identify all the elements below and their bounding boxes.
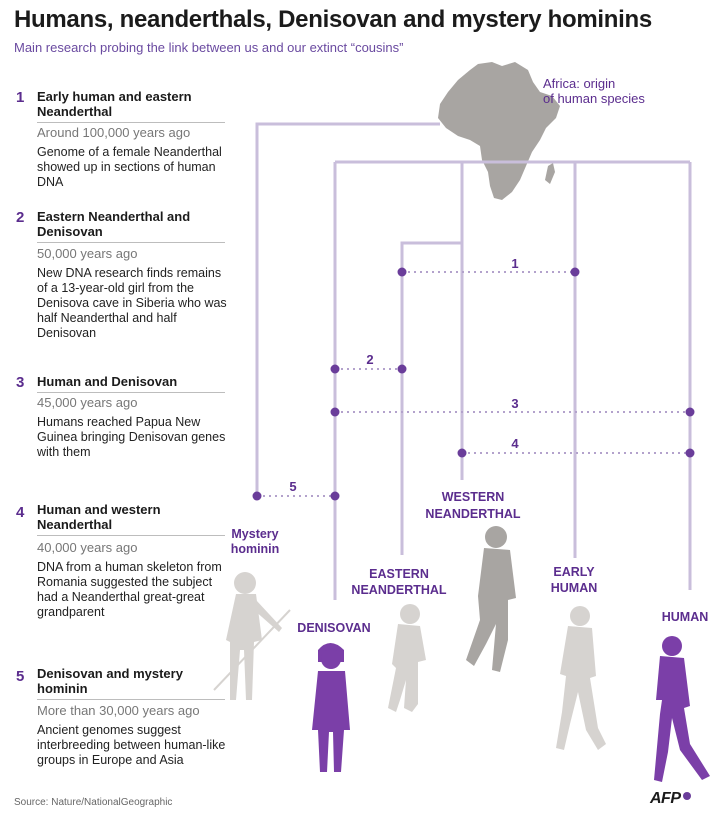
event-number: 2 — [16, 209, 25, 226]
lineage-lines — [255, 122, 692, 600]
event-description: Humans reached Papua New Guinea bringing… — [37, 415, 226, 459]
event-title: Early human and eastern Neanderthal — [37, 89, 192, 119]
link-dots — [252, 267, 695, 501]
link-number-4: 4 — [511, 436, 519, 451]
label-early-line2: HUMAN — [551, 581, 598, 595]
denisovan-figure — [312, 643, 350, 772]
event-number: 3 — [16, 374, 25, 391]
page-title: Humans, neanderthals, Denisovan and myst… — [14, 6, 652, 33]
link-dot — [570, 267, 580, 277]
afp-logo: AFP — [650, 790, 691, 808]
event-title: Human and Denisovan — [37, 374, 178, 389]
link-dot — [330, 407, 340, 417]
label-human: HUMAN — [662, 610, 709, 624]
event-divider — [37, 535, 225, 536]
event-description: DNA from a human skeleton from Romania s… — [37, 560, 222, 619]
link-dot — [397, 267, 407, 277]
event-time: Around 100,000 years ago — [37, 125, 191, 140]
eastern-branch — [400, 241, 462, 555]
interbreeding-links — [257, 271, 690, 497]
link-dot — [685, 448, 695, 458]
page-subtitle: Main research probing the link between u… — [14, 40, 404, 55]
label-mystery-line2: hominin — [231, 542, 280, 556]
africa-label-line2: of human species — [543, 91, 645, 106]
eastern-neanderthal-figure — [388, 604, 426, 712]
link-dot — [397, 364, 407, 374]
event-divider — [37, 392, 225, 393]
label-early-line1: EARLY — [553, 565, 595, 579]
event-title: Human and western Neanderthal — [37, 502, 161, 532]
label-western-line2: NEANDERTHAL — [425, 507, 521, 521]
event-number: 1 — [16, 89, 25, 106]
event-number: 4 — [16, 504, 25, 521]
event-description: Genome of a female Neanderthal showed up… — [37, 145, 222, 189]
label-denisovan: DENISOVAN — [297, 621, 370, 635]
western-neanderthal-figure — [466, 526, 516, 672]
madagascar-map — [545, 163, 555, 184]
event-number: 5 — [16, 668, 25, 685]
link-dot — [685, 407, 695, 417]
event-divider — [37, 242, 225, 243]
early-human-figure — [556, 606, 606, 750]
label-western-line1: WESTERN — [442, 490, 505, 504]
event-time: More than 30,000 years ago — [37, 703, 200, 718]
link-dot — [330, 491, 340, 501]
label-mystery-line1: Mystery — [231, 527, 278, 541]
event-time: 45,000 years ago — [37, 395, 138, 410]
event-time: 50,000 years ago — [37, 246, 138, 261]
event-title: Eastern Neanderthal and Denisovan — [37, 209, 191, 239]
link-number-5: 5 — [289, 479, 296, 494]
link-dot — [330, 364, 340, 374]
human-figure — [654, 636, 710, 782]
africa-map — [438, 62, 560, 200]
mystery-hominin-figure — [213, 572, 291, 700]
event-divider — [37, 699, 225, 700]
afp-logo-text: AFP — [650, 790, 681, 807]
link-dot — [457, 448, 467, 458]
link-number-2: 2 — [366, 352, 373, 367]
logo-dot-icon — [682, 792, 691, 800]
mystery-branch — [255, 122, 440, 496]
africa-label-line1: Africa: origin — [543, 76, 615, 91]
event-title: Denisovan and mystery hominin — [37, 666, 183, 696]
link-dot — [252, 491, 262, 501]
label-eastern-line1: EASTERN — [369, 567, 429, 581]
link-number-3: 3 — [511, 396, 518, 411]
link-number-1: 1 — [511, 256, 518, 271]
event-divider — [37, 122, 225, 123]
event-description: New DNA research finds remains of a 13-y… — [37, 266, 227, 340]
event-time: 40,000 years ago — [37, 540, 138, 555]
label-eastern-line2: NEANDERTHAL — [351, 583, 447, 597]
event-description: Ancient genomes suggest interbreeding be… — [37, 723, 226, 767]
source-note: Source: Nature/NationalGeographic — [14, 797, 173, 808]
